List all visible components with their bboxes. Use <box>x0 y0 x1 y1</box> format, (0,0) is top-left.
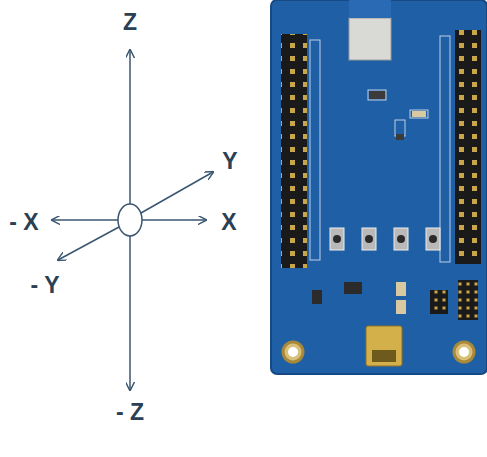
axis-label: X <box>221 209 236 236</box>
neg-x-axis <box>52 219 118 221</box>
axis-label: Y <box>222 148 237 175</box>
mounting-hole <box>283 342 303 362</box>
y-axis <box>141 172 213 213</box>
mounting-hole <box>454 342 474 362</box>
origin-ellipse <box>118 204 142 236</box>
neg-y-axis <box>58 227 119 260</box>
usb-connector <box>366 326 402 366</box>
axis-label: - Y <box>31 272 60 299</box>
neg-z-axis <box>129 234 131 390</box>
x-axis <box>142 219 206 221</box>
axis-label: - X <box>9 209 38 236</box>
axis-lines <box>52 50 213 390</box>
pin-header <box>455 30 481 264</box>
circuit-board <box>271 0 487 374</box>
axis-label: Z <box>123 9 137 36</box>
radio-module <box>349 18 391 60</box>
pin-header <box>281 34 307 268</box>
axis-label: - Z <box>116 399 144 426</box>
board-pcb <box>271 0 487 374</box>
swd-header <box>430 290 448 314</box>
push-buttons <box>330 228 440 250</box>
z-axis <box>129 50 131 206</box>
